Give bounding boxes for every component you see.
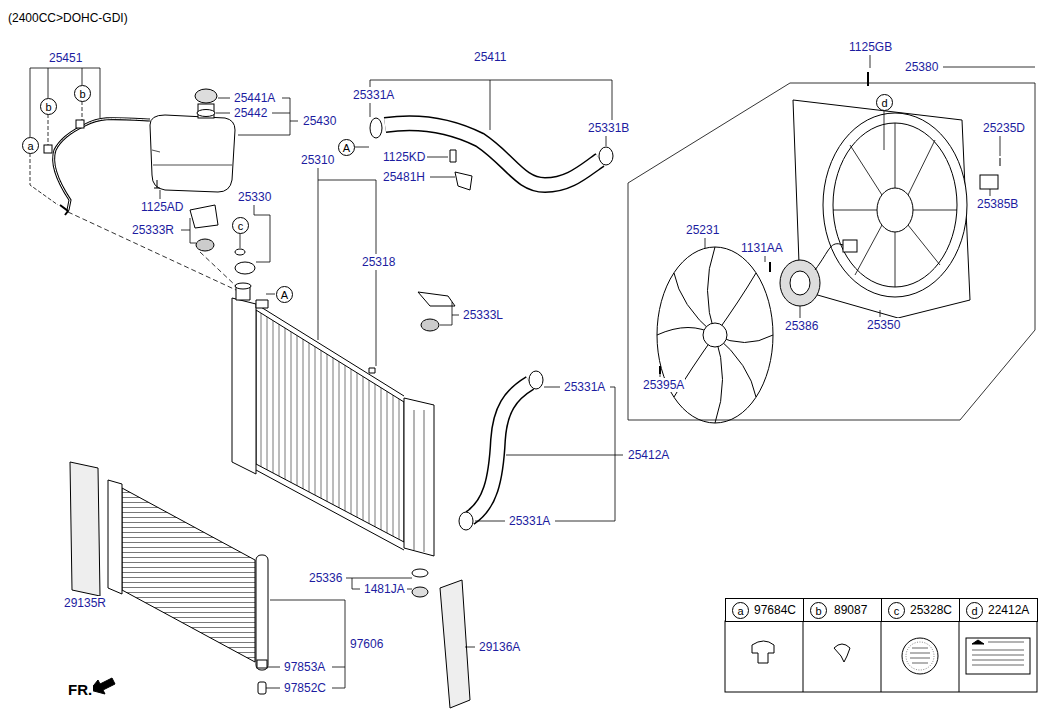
part-number: 25328C [910, 603, 952, 617]
callout-number: 25331B [587, 121, 630, 135]
callout-number: 25331A [352, 88, 395, 102]
callout-letter: a [27, 140, 33, 152]
callout-number: 25430 [302, 114, 337, 128]
callout-number: 25333R [131, 223, 175, 237]
callout-number: 25235D [982, 121, 1026, 135]
callout-letter-circle: d [966, 602, 983, 619]
callout-number: 25385B [976, 197, 1019, 211]
callout-letter: c [894, 605, 900, 617]
table-header-cell: 22412A d [959, 598, 1038, 622]
callout-number: 1125GB [848, 40, 893, 54]
callout-number: 25331A [508, 514, 551, 528]
callout-number: 1481JA [363, 582, 406, 596]
callout-number: 29135R [63, 596, 107, 610]
callout-number: 25441A [233, 91, 276, 105]
callout-letter-circle: A [276, 286, 293, 303]
part-number: 89087 [834, 603, 867, 617]
callout-number: 25350 [866, 318, 901, 332]
table-header-cell: 25328C c [881, 598, 960, 622]
callout-letter-circle: a [732, 602, 749, 619]
callout-number: 25395A [642, 378, 685, 392]
callout-number: 25310 [300, 153, 335, 167]
callout-letter: d [971, 605, 977, 617]
callout-letter: A [343, 142, 350, 154]
callout-letter-circle: b [810, 602, 827, 619]
callout-number: 97606 [349, 637, 384, 651]
callout-number: 97853A [283, 660, 326, 674]
callout-letter-circle: b [40, 98, 57, 115]
callout-number: 25318 [361, 255, 396, 269]
callout-letter-circle: a [22, 137, 39, 154]
callout-letter-circle: c [888, 602, 905, 619]
callout-number: 25481H [382, 170, 426, 184]
callout-number: 25330 [237, 190, 272, 204]
engine-variant-heading: (2400CC>DOHC-GDI) [8, 11, 128, 25]
callout-number: 25442 [233, 106, 268, 120]
callout-number: 1131AA [740, 241, 784, 255]
front-direction-mark: FR. [67, 681, 93, 699]
callout-letter: b [815, 605, 821, 617]
callout-letter: c [238, 220, 244, 232]
callout-letter: b [79, 88, 85, 100]
callout-number: 1125KD [382, 150, 426, 164]
callout-number: 25333L [462, 308, 504, 322]
callout-number: 25336 [308, 571, 343, 585]
callout-number: 25451 [48, 51, 83, 65]
callout-number: 25386 [784, 319, 819, 333]
callout-number: 25231 [685, 223, 720, 237]
table-header-cell: 97684C a [725, 598, 804, 622]
callout-letter-circle: c [232, 217, 249, 234]
table-header-cell: 89087 b [803, 598, 882, 622]
callout-letter-circle: d [876, 94, 893, 111]
callout-letter: A [281, 289, 288, 301]
callout-number: 29136A [478, 640, 521, 654]
callout-number: 25411 [473, 50, 507, 64]
callout-letter-circle: A [338, 139, 355, 156]
callout-letter-circle: b [74, 85, 91, 102]
callout-number: 97852C [283, 681, 327, 695]
callout-letter: b [45, 101, 51, 113]
callout-letter: d [881, 97, 887, 109]
part-number: 97684C [754, 603, 796, 617]
callout-letter: a [737, 605, 743, 617]
part-number: 22412A [988, 603, 1029, 617]
callout-number: 25331A [563, 380, 606, 394]
callout-number: 25380 [904, 60, 939, 74]
callout-number: 25412A [627, 448, 670, 462]
callout-number: 1125AD [140, 200, 184, 214]
